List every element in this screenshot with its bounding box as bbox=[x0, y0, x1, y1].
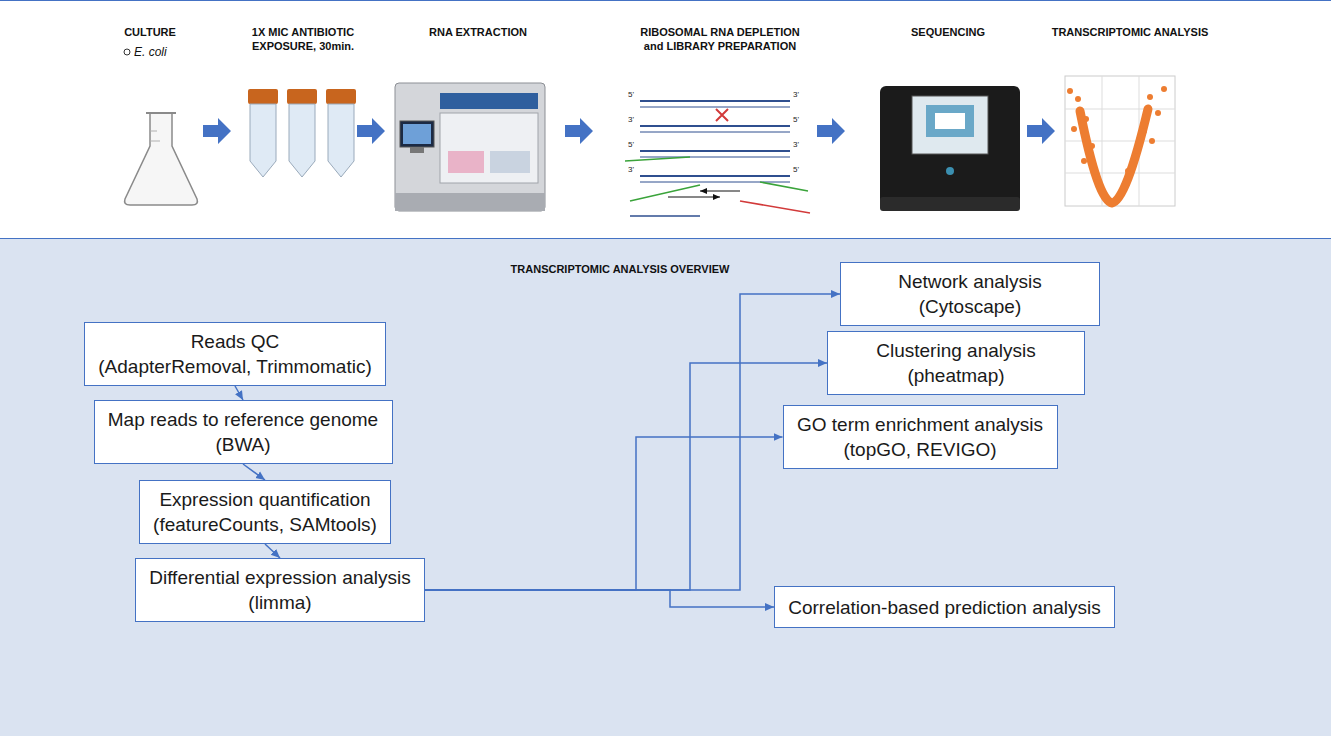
process-box: Expression quantification(featureCounts,… bbox=[139, 480, 391, 544]
strand-end-label: 5' bbox=[628, 140, 634, 149]
strand-end-label: 5' bbox=[793, 115, 799, 124]
tool-name: (topGO, REVIGO) bbox=[843, 437, 996, 462]
strand-end-label: 3' bbox=[793, 140, 799, 149]
strand-end-label: 3' bbox=[628, 165, 634, 174]
strand-end-label: 3' bbox=[628, 115, 634, 124]
depletion-strands bbox=[625, 101, 810, 216]
panel-heading: TRANSCRIPTOMIC ANALYSIS OVERVIEW bbox=[511, 263, 730, 275]
step-label: CULTURE bbox=[105, 25, 195, 39]
process-box: Map reads to reference genome(BWA) bbox=[94, 400, 393, 464]
step-name: Expression quantification bbox=[159, 487, 370, 512]
process-box: GO term enrichment analysis(topGO, REVIG… bbox=[783, 405, 1058, 469]
process-box: Differential expression analysis(limma) bbox=[135, 558, 425, 622]
step-label: RIBOSOMAL RNA DEPLETION and LIBRARY PREP… bbox=[634, 25, 806, 53]
sequencer-icon bbox=[880, 86, 1020, 211]
flow-connector bbox=[235, 386, 243, 400]
step-name: Clustering analysis bbox=[876, 338, 1035, 363]
step-name: GO term enrichment analysis bbox=[797, 412, 1043, 437]
flow-connector bbox=[425, 363, 827, 590]
flow-connector bbox=[243, 464, 265, 480]
flask-icon bbox=[125, 113, 198, 205]
process-box: Clustering analysis(pheatmap) bbox=[827, 331, 1085, 395]
tool-name: (limma) bbox=[248, 590, 311, 615]
step-name: Map reads to reference genome bbox=[108, 407, 378, 432]
process-box: Network analysis(Cytoscape) bbox=[840, 262, 1100, 326]
volcano-plot bbox=[1065, 76, 1175, 206]
process-box: Reads QC(AdapterRemoval, Trimmomatic) bbox=[84, 322, 386, 386]
tool-name: (AdapterRemoval, Trimmomatic) bbox=[98, 354, 371, 379]
tool-name: (pheatmap) bbox=[907, 363, 1004, 388]
extraction-robot bbox=[395, 83, 545, 211]
strand-end-label: 3' bbox=[793, 90, 799, 99]
step-label: TRANSCRIPTOMIC ANALYSIS bbox=[1030, 25, 1230, 39]
step-name: Reads QC bbox=[191, 329, 280, 354]
bullet-mark bbox=[124, 49, 130, 55]
strand-end-label: 5' bbox=[793, 165, 799, 174]
step-label: SEQUENCING bbox=[888, 25, 1008, 39]
step-name: Network analysis bbox=[898, 269, 1042, 294]
tool-name: (BWA) bbox=[215, 432, 270, 457]
overview-band: TRANSCRIPTOMIC ANALYSIS OVERVIEW Reads QC… bbox=[0, 238, 1331, 736]
step-name: Differential expression analysis bbox=[149, 565, 411, 590]
step-label: E. coli bbox=[134, 45, 167, 59]
workflow-panel: CULTURE E. coli 1X MIC ANTIBIOTIC EXPOSURE… bbox=[0, 0, 1331, 238]
flow-connector bbox=[265, 544, 280, 558]
process-box: Correlation-based prediction analysis bbox=[774, 586, 1115, 628]
step-name: Correlation-based prediction analysis bbox=[788, 595, 1101, 620]
flow-connector bbox=[425, 590, 774, 607]
flow-connector bbox=[425, 294, 840, 590]
step-label: 1X MIC ANTIBIOTIC EXPOSURE, 30min. bbox=[239, 25, 367, 53]
step-label: RNA EXTRACTION bbox=[408, 25, 548, 39]
flow-connector bbox=[425, 437, 783, 590]
tube-icons bbox=[248, 89, 356, 177]
tool-name: (featureCounts, SAMtools) bbox=[153, 512, 377, 537]
strand-end-label: 5' bbox=[628, 90, 634, 99]
tool-name: (Cytoscape) bbox=[919, 294, 1021, 319]
